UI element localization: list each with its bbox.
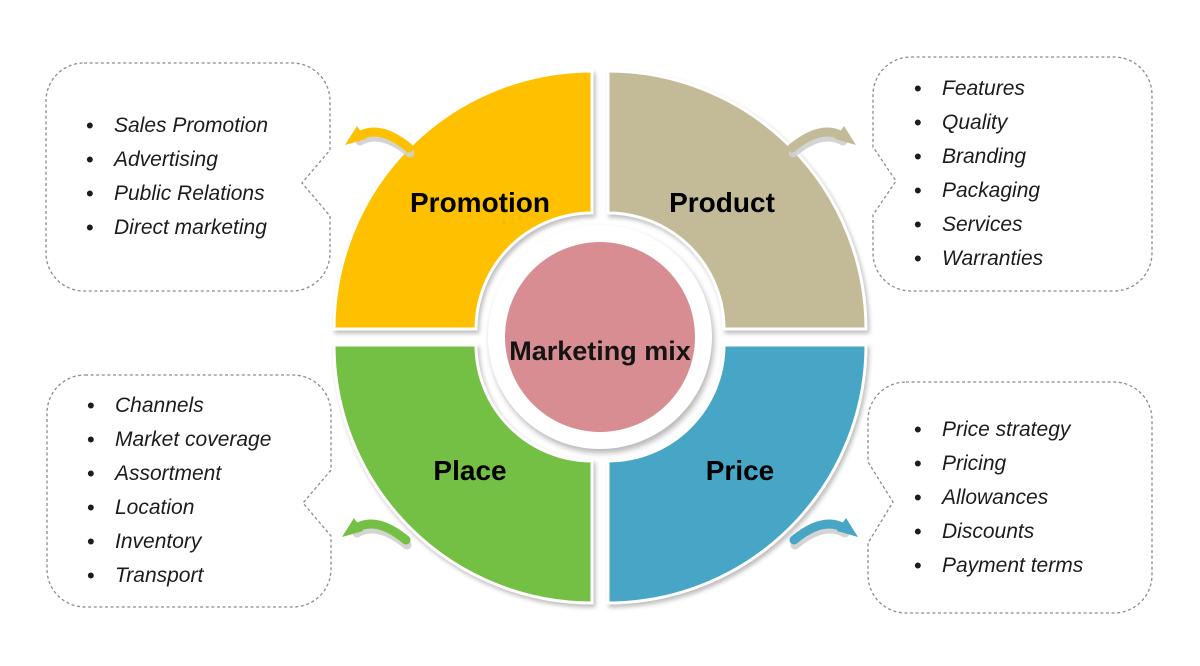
price-label: Price bbox=[705, 455, 775, 486]
promotion-curved-arrow-icon bbox=[345, 126, 415, 158]
price-items: Price strategy Pricing Allowances Discou… bbox=[908, 413, 1152, 583]
product-label: Product bbox=[669, 187, 775, 218]
promotion-items: Sales Promotion Advertising Public Relat… bbox=[80, 109, 326, 245]
price-callout-list: Price strategy Pricing Allowances Discou… bbox=[908, 382, 1152, 613]
place-callout-list: Channels Market coverage Assortment Loca… bbox=[81, 375, 331, 607]
place-items: Channels Market coverage Assortment Loca… bbox=[81, 389, 331, 593]
list-item: Assortment bbox=[81, 457, 331, 491]
list-item: Advertising bbox=[80, 143, 326, 177]
list-item: Transport bbox=[81, 559, 331, 593]
promotion-callout-list: Sales Promotion Advertising Public Relat… bbox=[80, 63, 326, 291]
list-item: Public Relations bbox=[80, 177, 326, 211]
price-quadrant bbox=[606, 343, 868, 605]
place-quadrant bbox=[332, 343, 594, 605]
place-label: Place bbox=[433, 455, 507, 486]
product-quadrant bbox=[606, 69, 868, 331]
list-item: Discounts bbox=[908, 515, 1152, 549]
product-curved-arrow-icon bbox=[787, 126, 856, 158]
list-item: Inventory bbox=[81, 525, 331, 559]
price-curved-arrow-icon bbox=[789, 518, 858, 550]
list-item: Direct marketing bbox=[80, 211, 326, 245]
list-item: Allowances bbox=[908, 481, 1152, 515]
list-item: Payment terms bbox=[908, 549, 1152, 583]
list-item: Sales Promotion bbox=[80, 109, 326, 143]
list-item: Services bbox=[908, 208, 1152, 242]
center-label: Marketing mix bbox=[509, 336, 691, 366]
product-callout-list: Features Quality Branding Packaging Serv… bbox=[908, 57, 1152, 291]
list-item: Pricing bbox=[908, 447, 1152, 481]
list-item: Warranties bbox=[908, 242, 1152, 276]
promotion-quadrant bbox=[332, 69, 594, 331]
place-curved-arrow-icon bbox=[342, 518, 412, 550]
list-item: Features bbox=[908, 72, 1152, 106]
list-item: Channels bbox=[81, 389, 331, 423]
product-items: Features Quality Branding Packaging Serv… bbox=[908, 72, 1152, 276]
list-item: Price strategy bbox=[908, 413, 1152, 447]
center-circle bbox=[505, 242, 695, 432]
list-item: Branding bbox=[908, 140, 1152, 174]
list-item: Market coverage bbox=[81, 423, 331, 457]
list-item: Quality bbox=[908, 106, 1152, 140]
list-item: Location bbox=[81, 491, 331, 525]
list-item: Packaging bbox=[908, 174, 1152, 208]
promotion-label: Promotion bbox=[410, 187, 550, 218]
